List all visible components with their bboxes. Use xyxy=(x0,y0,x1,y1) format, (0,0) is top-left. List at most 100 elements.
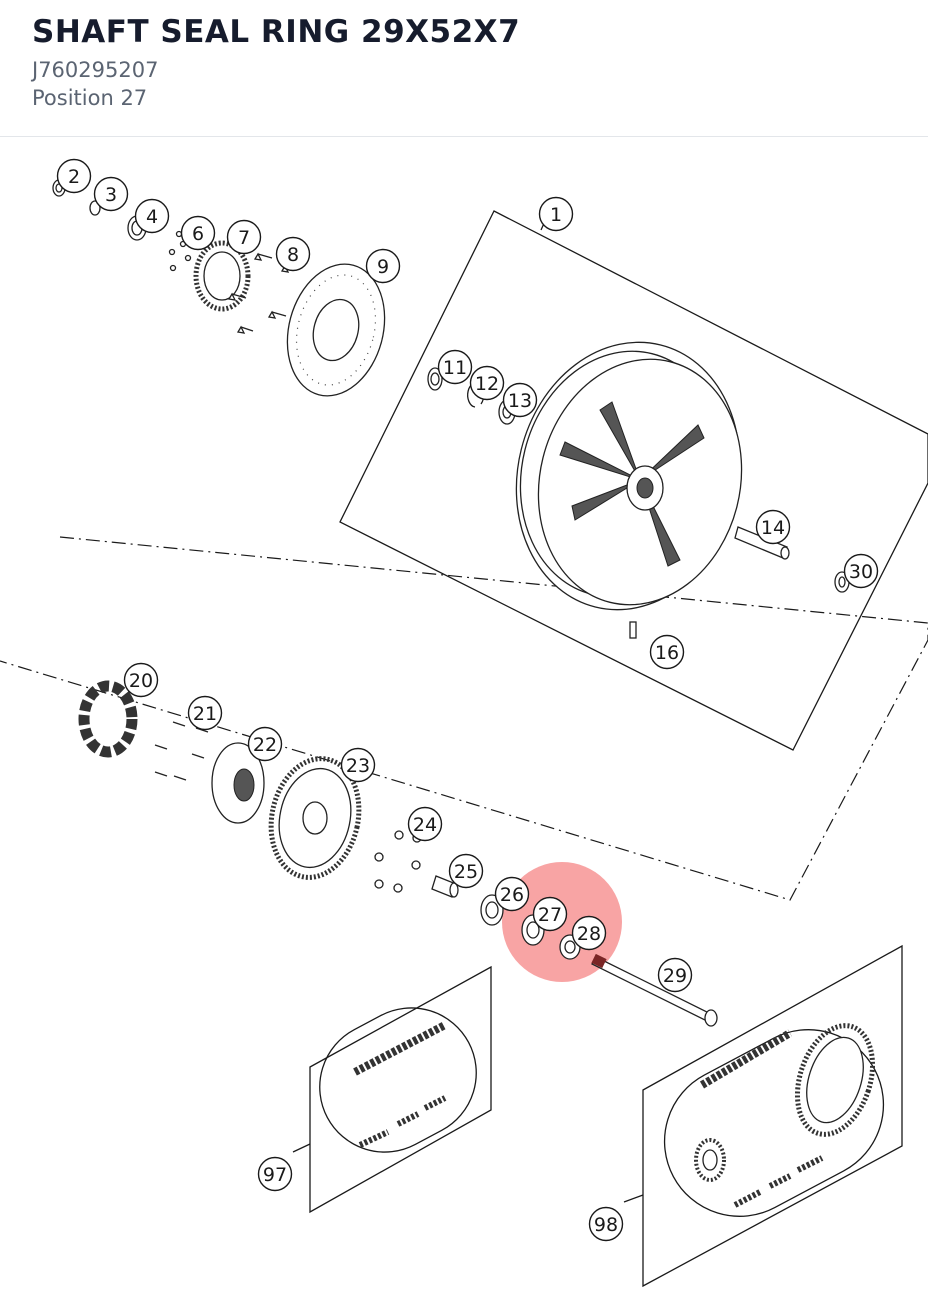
callout-number: 28 xyxy=(577,923,601,945)
callout-number: 98 xyxy=(594,1214,618,1236)
part-97-chain-kit xyxy=(309,965,492,1214)
part-25-spacer xyxy=(431,875,459,898)
callout-number: 21 xyxy=(193,703,217,725)
callout-circle xyxy=(532,896,568,932)
callout-circle xyxy=(187,695,223,731)
callout-circle xyxy=(657,957,693,993)
callout-number: 12 xyxy=(475,373,499,395)
callout-13[interactable]: 13 xyxy=(502,382,538,418)
callout-circle xyxy=(123,662,159,698)
wheel-assembly-frame xyxy=(339,210,928,751)
callout-1[interactable]: 1 xyxy=(538,196,574,232)
callout-23[interactable]: 23 xyxy=(340,747,376,783)
part-number: J760295207 xyxy=(32,58,159,82)
callout-circle xyxy=(538,196,574,232)
callout-number: 9 xyxy=(377,256,389,278)
callout-97[interactable]: 97 xyxy=(257,1156,293,1192)
callout-circle xyxy=(340,747,376,783)
callout-number: 24 xyxy=(413,814,437,836)
part-26-bearing xyxy=(480,894,504,926)
callout-number: 11 xyxy=(443,357,467,379)
part-9-brake-disc xyxy=(286,263,386,397)
callout-circle xyxy=(649,634,685,670)
callout-circle xyxy=(56,158,92,194)
callout-29[interactable]: 29 xyxy=(657,957,693,993)
callout-number: 97 xyxy=(263,1164,287,1186)
part-16-valve xyxy=(629,621,637,639)
part-rim-wheel xyxy=(515,341,743,611)
callout-circle xyxy=(247,726,283,762)
callout-9[interactable]: 9 xyxy=(365,248,401,284)
callout-14[interactable]: 14 xyxy=(755,509,791,545)
part-29-axle xyxy=(591,953,718,1027)
callout-circle xyxy=(571,915,607,951)
callout-circle xyxy=(469,365,505,401)
callout-22[interactable]: 22 xyxy=(247,726,283,762)
header: SHAFT SEAL RING 29X52X7 J760295207 Posit… xyxy=(0,0,928,137)
callout-circle xyxy=(226,219,262,255)
callout-circle xyxy=(407,806,443,842)
position-label: Position 27 xyxy=(32,86,148,110)
callout-28[interactable]: 28 xyxy=(571,915,607,951)
callout-number: 29 xyxy=(663,965,687,987)
callout-number: 8 xyxy=(287,244,299,266)
part-98-chain-kit xyxy=(642,944,903,1288)
callout-circle xyxy=(437,349,473,385)
part-24-nuts xyxy=(374,830,422,893)
callout-number: 30 xyxy=(849,561,873,583)
part-20-cush-drive-rubbers xyxy=(78,680,138,758)
callout-12[interactable]: 12 xyxy=(469,365,505,401)
part-14-spacer-tube xyxy=(734,526,790,560)
hub-assembly-frame xyxy=(0,536,928,901)
callout-circle xyxy=(755,509,791,545)
callout-circle xyxy=(448,853,484,889)
callout-number: 1 xyxy=(550,204,562,226)
exploded-parts-diagram: 1234678911121314162021222324252627282930… xyxy=(0,158,928,1288)
callout-20[interactable]: 20 xyxy=(123,662,159,698)
callout-16[interactable]: 16 xyxy=(649,634,685,670)
callout-30[interactable]: 30 xyxy=(843,553,879,589)
callout-number: 16 xyxy=(655,642,679,664)
callout-number: 27 xyxy=(538,904,562,926)
callout-8[interactable]: 8 xyxy=(275,236,311,272)
callout-2[interactable]: 2 xyxy=(56,158,92,194)
callout-6[interactable]: 6 xyxy=(180,215,216,251)
callout-circle xyxy=(93,176,129,212)
callout-circle xyxy=(180,215,216,251)
callout-number: 3 xyxy=(105,184,117,206)
page-title: SHAFT SEAL RING 29X52X7 xyxy=(32,14,521,50)
callout-number: 6 xyxy=(192,223,204,245)
callout-number: 2 xyxy=(68,166,80,188)
part-11-seal xyxy=(427,367,443,391)
callout-number: 26 xyxy=(500,884,524,906)
callout-98[interactable]: 98 xyxy=(588,1206,624,1242)
callout-21[interactable]: 21 xyxy=(187,695,223,731)
callout-circle xyxy=(275,236,311,272)
callout-circle xyxy=(257,1156,293,1192)
callout-number: 25 xyxy=(454,861,478,883)
callout-26[interactable]: 26 xyxy=(494,876,530,912)
part-7-sprocket xyxy=(193,240,251,312)
callout-circle xyxy=(365,248,401,284)
callout-number: 13 xyxy=(508,390,532,412)
callout-number: 22 xyxy=(253,734,277,756)
callout-4[interactable]: 4 xyxy=(134,198,170,234)
callout-circle xyxy=(494,876,530,912)
callout-3[interactable]: 3 xyxy=(93,176,129,212)
callout-number: 23 xyxy=(346,755,370,777)
part-22-sprocket-carrier xyxy=(211,742,265,824)
callout-circle xyxy=(843,553,879,589)
callout-number: 20 xyxy=(129,670,153,692)
callout-number: 7 xyxy=(238,227,250,249)
callout-number: 4 xyxy=(146,206,158,228)
part-21-bolts xyxy=(154,721,209,781)
part-23-rear-sprocket xyxy=(268,756,362,880)
callout-25[interactable]: 25 xyxy=(448,853,484,889)
callout-circle xyxy=(502,382,538,418)
callout-24[interactable]: 24 xyxy=(407,806,443,842)
callout-27[interactable]: 27 xyxy=(532,896,568,932)
callout-circle xyxy=(134,198,170,234)
callout-11[interactable]: 11 xyxy=(437,349,473,385)
callout-7[interactable]: 7 xyxy=(226,219,262,255)
